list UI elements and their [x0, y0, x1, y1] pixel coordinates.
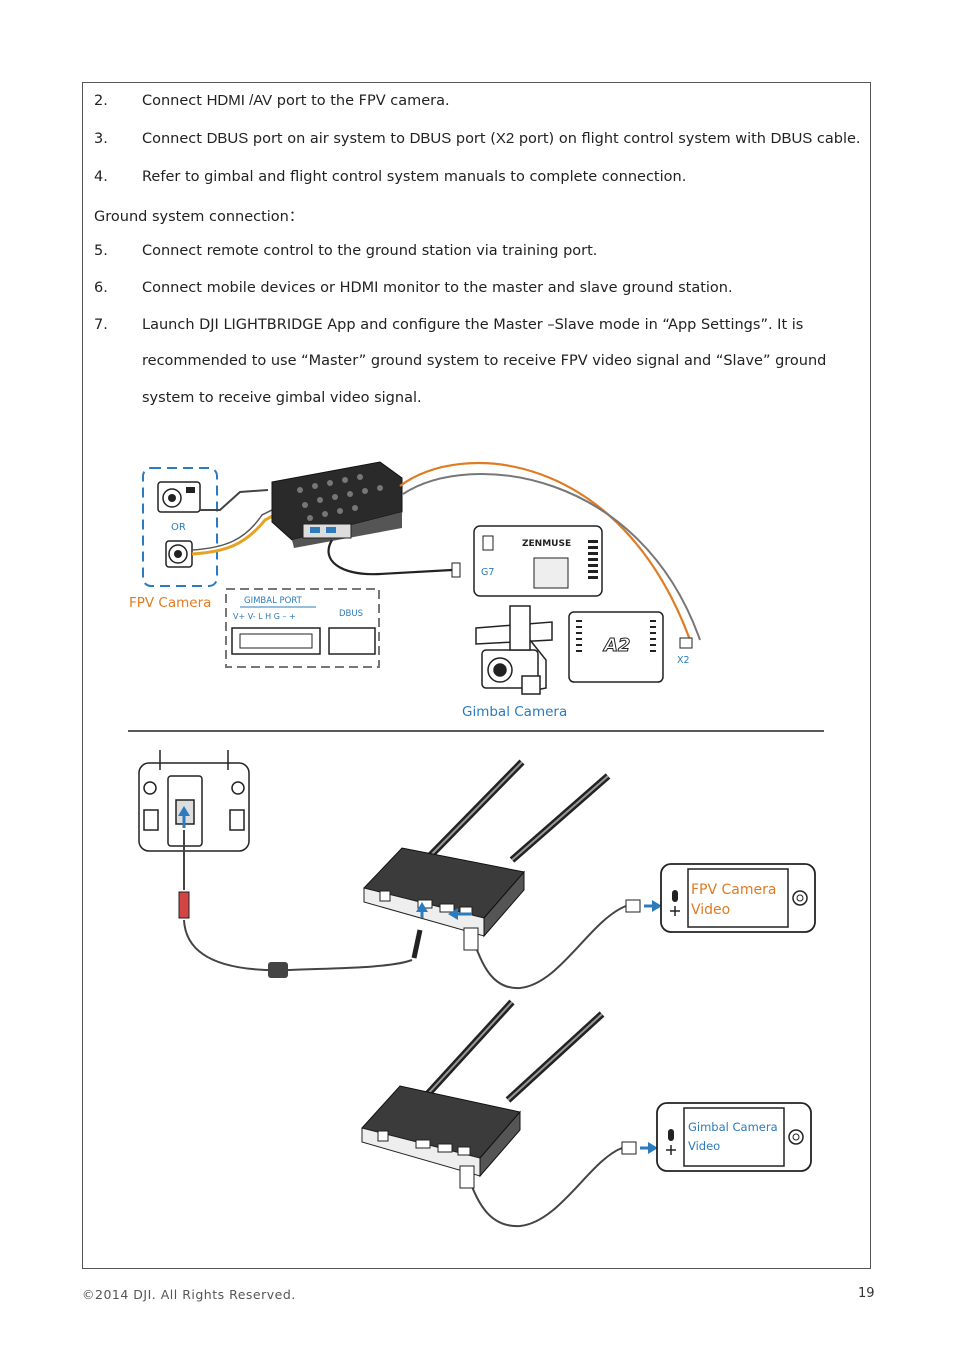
step-text: Connect mobile devices or HDMI monitor t…: [142, 280, 733, 296]
camera-option-box: [142, 467, 218, 587]
dbus-label: DBUS: [339, 609, 363, 619]
gimbal-port-label: GIMBAL PORT: [244, 596, 303, 606]
step-text: port (: [451, 131, 496, 147]
a2-flight-controller: A2: [568, 611, 664, 683]
port-name: DBUS: [770, 130, 813, 147]
step-text: port to the FPV camera.: [272, 93, 450, 109]
step-7-line-3: system to receive gimbal video signal.: [142, 390, 422, 406]
master-ground-station: [363, 759, 611, 938]
fpv-video-label-line2: Video: [691, 902, 730, 918]
air-system-module: [271, 461, 403, 548]
fpv-camera-label: FPV Camera: [129, 595, 211, 611]
mobile-device-slave: [656, 1102, 812, 1172]
gimbal-pins-label: V+ V- L H G – +: [233, 612, 296, 621]
g7-label: G7: [481, 567, 494, 578]
page-frame: [82, 82, 871, 1269]
training-cable-plug: [178, 891, 190, 919]
step-number: 4.: [94, 169, 108, 185]
port-name: HDMI /AV: [206, 92, 273, 109]
usb-cable-master: [469, 905, 627, 990]
gimbal-cable: [327, 539, 453, 576]
gimbal-video-label-line1: Gimbal Camera: [688, 1120, 778, 1134]
x2-connector: [679, 637, 693, 649]
step-text: Connect: [142, 131, 207, 147]
fpv-video-label-line1: FPV Camera: [691, 882, 776, 898]
step-number: 2.: [94, 93, 108, 109]
ground-heading: Ground system connection：: [94, 209, 304, 225]
step-number: 3.: [94, 131, 108, 147]
step-text: Refer to gimbal and flight control syste…: [142, 169, 687, 185]
a2-label: A2: [602, 635, 630, 656]
slave-ground-station: [361, 999, 605, 1178]
step-text: port on air system to: [248, 131, 410, 147]
step-number: 6.: [94, 280, 108, 296]
step-number: 5.: [94, 243, 108, 259]
gopro-camera-icon: [157, 481, 201, 513]
gimbal-video-label-line2: Video: [688, 1139, 720, 1153]
zenmuse-label: ZENMUSE: [522, 539, 571, 549]
footer-copyright: ©2014 DJI. All Rights Reserved.: [82, 1287, 296, 1302]
or-label: OR: [171, 522, 186, 533]
training-cable: [183, 919, 413, 972]
port-name: DBUS: [206, 130, 249, 147]
step-7-line-2: recommended to use “Master” ground syste…: [142, 353, 827, 369]
zenmuse-gcu-module: ZENMUSE: [473, 525, 603, 597]
dbus-cable-orange: [399, 462, 692, 641]
fpv-mini-camera-icon: [165, 540, 193, 568]
remote-control-icon: [138, 750, 250, 852]
gimbal-camera-label: Gimbal Camera: [462, 704, 567, 720]
step-text: Launch DJI LIGHTBRIDGE App and configure…: [142, 317, 804, 333]
usb-cable-slave: [465, 1147, 623, 1228]
x2-label: X2: [677, 655, 690, 666]
step-text: Connect: [142, 93, 207, 109]
trs-jack: [411, 929, 423, 959]
gopro-cable: [200, 489, 269, 511]
step-text: Connect remote control to the ground sta…: [142, 243, 598, 259]
port-name: DBUS: [409, 130, 452, 147]
fpv-cable: [191, 511, 279, 556]
step-text: cable.: [812, 131, 861, 147]
gimbal-camera-icon: [475, 605, 553, 695]
port-name: X2: [495, 130, 515, 147]
gimbal-port-connector: [231, 627, 321, 655]
step-text: port) on flight control system with: [514, 131, 771, 147]
step-number: 7.: [94, 317, 108, 333]
port-detail-box: [225, 588, 380, 668]
page-number: 19: [858, 1286, 875, 1301]
dbus-port-connector: [328, 627, 376, 655]
mobile-device-master: [660, 863, 816, 933]
